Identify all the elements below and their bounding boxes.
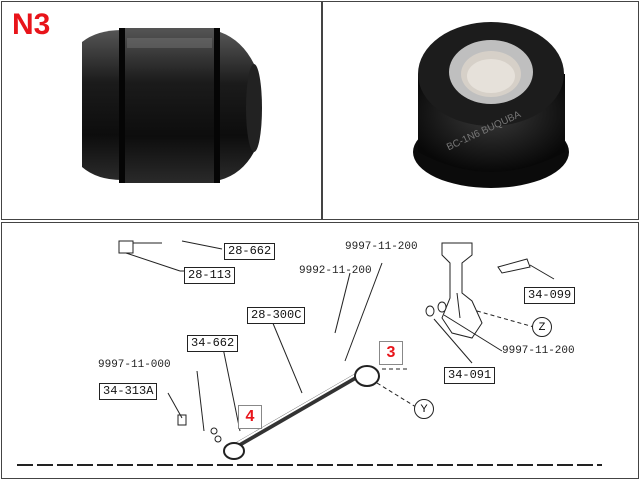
bushing-angle-photo-panel: BC-1N6 BUQUBA — [322, 1, 639, 220]
bushing-side-photo-panel: N3 — [1, 1, 322, 220]
part-box-28-662: 28-662 — [224, 243, 276, 260]
parts-diagram-lines — [17, 240, 602, 466]
label-9997-11-000: 9997-11-000 — [98, 359, 171, 371]
callout-3: 3 — [379, 341, 403, 365]
bushing-side-image — [82, 28, 262, 183]
circle-marker-y: Y — [414, 399, 434, 419]
part-box-34-099: 34-099 — [524, 287, 576, 304]
label-9997-11-200-right: 9997-11-200 — [502, 345, 575, 357]
circle-marker-z: Z — [532, 317, 552, 337]
label-9997-11-200-top: 9997-11-200 — [345, 241, 418, 253]
label-9992-11-200: 9992-11-200 — [299, 265, 372, 277]
part-box-34-662: 34-662 — [187, 335, 239, 352]
bushing-angle-image: BC-1N6 BUQUBA — [413, 22, 569, 188]
part-box-28-300c: 28-300C — [247, 307, 306, 324]
part-box-34-313a: 34-313A — [99, 383, 158, 400]
part-code-label: N3 — [12, 8, 51, 41]
part-box-28-113: 28-113 — [184, 267, 236, 284]
parts-diagram-panel: 28-662 28-113 28-300C 34-662 34-313A 34-… — [1, 222, 639, 479]
part-box-34-091: 34-091 — [444, 367, 496, 384]
callout-4: 4 — [238, 405, 262, 429]
